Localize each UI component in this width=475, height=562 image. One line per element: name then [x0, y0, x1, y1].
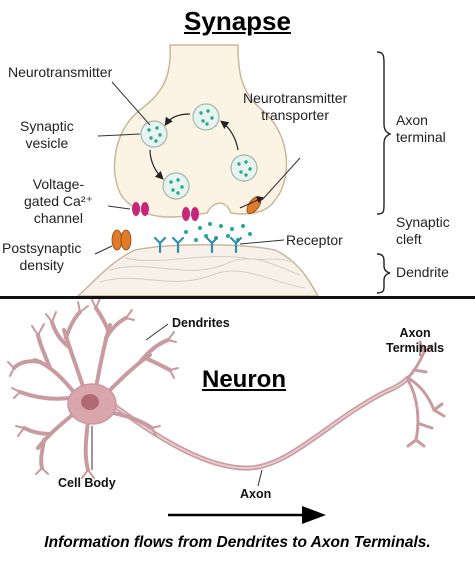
- label-axon: Axon: [240, 487, 272, 501]
- label-transporter: Neurotransmitter transporter: [243, 90, 348, 123]
- vesicle-top: [192, 103, 220, 131]
- label-dendrite: Dendrite: [396, 264, 449, 280]
- vesicle-left: [140, 120, 168, 148]
- label-axon-terminal: Axon terminal: [396, 112, 446, 145]
- nucleus: [81, 394, 99, 410]
- neuron-leader-lines: [91, 323, 421, 487]
- released-neurotransmitter: [184, 222, 252, 242]
- axon-terminal-shape: [113, 44, 288, 218]
- neurotransmitter-transporter: [239, 195, 264, 215]
- label-synaptic-vesicle: Synaptic vesicle: [20, 118, 74, 151]
- axon-terminal-tree: [406, 340, 446, 448]
- postsynaptic-channel: [111, 229, 132, 251]
- label-cell-body: Cell Body: [58, 476, 116, 490]
- label-axon-terminals: Axon Terminals: [386, 326, 445, 355]
- calcium-channel-left: [132, 202, 149, 216]
- vesicle-right: [230, 154, 258, 182]
- receptors: [153, 236, 243, 254]
- synapse-title: Synapse: [184, 6, 291, 36]
- label-synaptic-cleft: Synaptic cleft: [396, 214, 450, 247]
- dendrite-texture: [99, 255, 306, 289]
- region-braces: [376, 51, 392, 294]
- panel-divider: [0, 296, 475, 299]
- calcium-channel-right: [182, 207, 199, 221]
- label-dendrites: Dendrites: [172, 316, 230, 330]
- caption: Information flows from Dendrites to Axon…: [44, 534, 431, 551]
- neuron-title: Neuron: [202, 366, 286, 393]
- dendrite-fine-branches: [7, 297, 179, 479]
- vesicle-cycle-arrows: [149, 113, 239, 180]
- label-postsynaptic-density: Postsynaptic density: [2, 240, 82, 273]
- label-receptor: Receptor: [286, 232, 343, 248]
- synapse-leader-lines: [94, 81, 301, 255]
- label-neurotransmitter: Neurotransmitter: [8, 64, 113, 80]
- label-voltage-gated-channel: Voltage- gated Ca²⁺ channel: [24, 176, 93, 226]
- flow-arrow: [168, 506, 326, 524]
- vesicle-bottom: [162, 172, 190, 200]
